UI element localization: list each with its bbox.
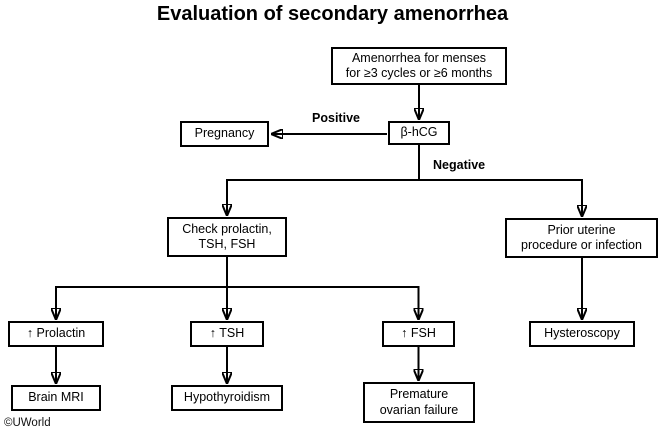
uworld-credit: ©UWorld <box>4 417 51 429</box>
node-bhcg: β-hCG <box>388 121 450 145</box>
edge-label-negative: Negative <box>433 158 486 172</box>
node-brain-mri: Brain MRI <box>11 385 101 411</box>
node-pregnancy: Pregnancy <box>180 121 269 147</box>
node-hypothyroidism: Hypothyroidism <box>171 385 283 411</box>
edge-label-positive: Positive <box>312 111 360 125</box>
node-high-tsh: ↑ TSH <box>190 321 264 347</box>
node-prior-uterine: Prior uterine procedure or infection <box>505 218 658 258</box>
node-high-prolactin: ↑ Prolactin <box>8 321 104 347</box>
node-hysteroscopy: Hysteroscopy <box>529 321 635 347</box>
node-high-fsh: ↑ FSH <box>382 321 455 347</box>
page-title: Evaluation of secondary amenorrhea <box>156 3 509 25</box>
node-start: Amenorrhea for menses for ≥3 cycles or ≥… <box>331 47 507 85</box>
node-check-labs: Check prolactin, TSH, FSH <box>167 217 287 257</box>
node-premature-ovarian-failure: Premature ovarian failure <box>363 382 475 423</box>
